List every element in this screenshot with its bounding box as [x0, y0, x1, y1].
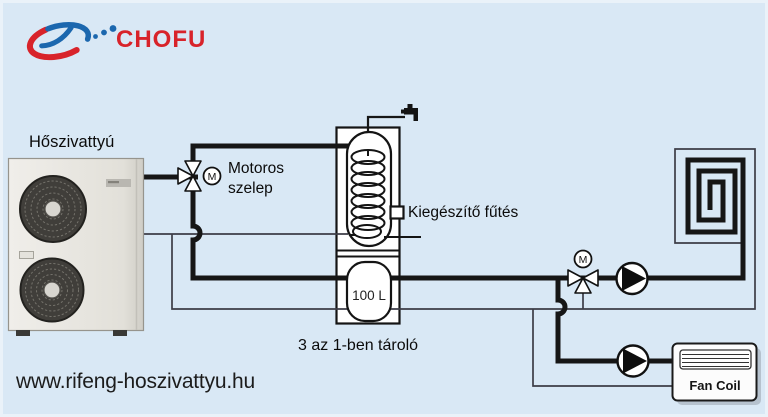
unit-badge [19, 251, 34, 259]
logo-red-swoosh [26, 26, 80, 61]
tank-caption-label: 3 az 1-ben tároló [298, 337, 419, 354]
unit-foot [16, 330, 30, 336]
valve-port-left [567, 269, 584, 287]
supply-pipe-fancoil [555, 278, 673, 364]
supply-pipes [143, 115, 746, 364]
valve-port-bottom [574, 277, 592, 294]
return-pipe-floor-loop [362, 148, 756, 310]
brand-name: CHOFU [116, 26, 207, 53]
valve-port-top [184, 160, 202, 177]
unit-logo-text [108, 181, 119, 184]
return-pipe-fancoil [532, 309, 673, 387]
logo-dot-icon [93, 34, 98, 39]
grille-slats [682, 354, 749, 367]
heat-pump-label: Hőszivattyú [29, 133, 115, 151]
fan-coil-label: Fan Coil [689, 378, 741, 393]
circulation-pump-heating [615, 261, 649, 296]
valve-actuator-icon [573, 249, 593, 269]
aux-heater-element [389, 205, 405, 220]
circulation-pump-fancoil [616, 344, 650, 378]
heat-pump-photo [7, 157, 145, 336]
fan-coil-unit [671, 342, 761, 405]
supply-pipe-buffer [190, 184, 362, 281]
fan-bottom-icon [19, 257, 85, 323]
supply-pipe-coil [190, 143, 352, 163]
valve-port-bottom [184, 175, 202, 192]
valve-port-left [177, 167, 194, 185]
return-pipes [143, 148, 756, 387]
logo-blue-swash [39, 25, 74, 49]
logo-blue-arc [45, 21, 92, 42]
return-pipe-buffer-left [171, 234, 352, 310]
valve-motor-letter: M [208, 171, 217, 183]
faucet-icon [401, 104, 418, 121]
valve-actuator-icon [202, 166, 222, 186]
fan-top-icon [19, 175, 87, 243]
aux-heating-label: Kiegészítő fűtés [408, 204, 519, 221]
chofu-logo [26, 21, 117, 61]
supply-pipe-floor-spiral [370, 157, 746, 281]
logo-dot-icon [109, 25, 117, 32]
tank-internals [345, 130, 421, 323]
pump-rotor-icon [622, 266, 646, 291]
tank-volume-label: 100 L [352, 288, 386, 303]
valve-motor-letter: M [579, 254, 588, 266]
pump-rotor-icon [623, 348, 647, 374]
buffer-vessel [345, 260, 393, 323]
chofu-swoosh-icon [26, 21, 92, 61]
valve-port-right [582, 269, 599, 287]
mixing-valve: M [567, 249, 599, 294]
website-label: www.rifeng-hoszivattyu.hu [16, 370, 255, 393]
dhw-coil [349, 149, 386, 239]
motor-valve-label: Motoros szelep [228, 160, 284, 197]
motor-valve: M [177, 160, 222, 192]
logo-dot-icon [101, 29, 107, 36]
unit-foot [113, 330, 127, 336]
